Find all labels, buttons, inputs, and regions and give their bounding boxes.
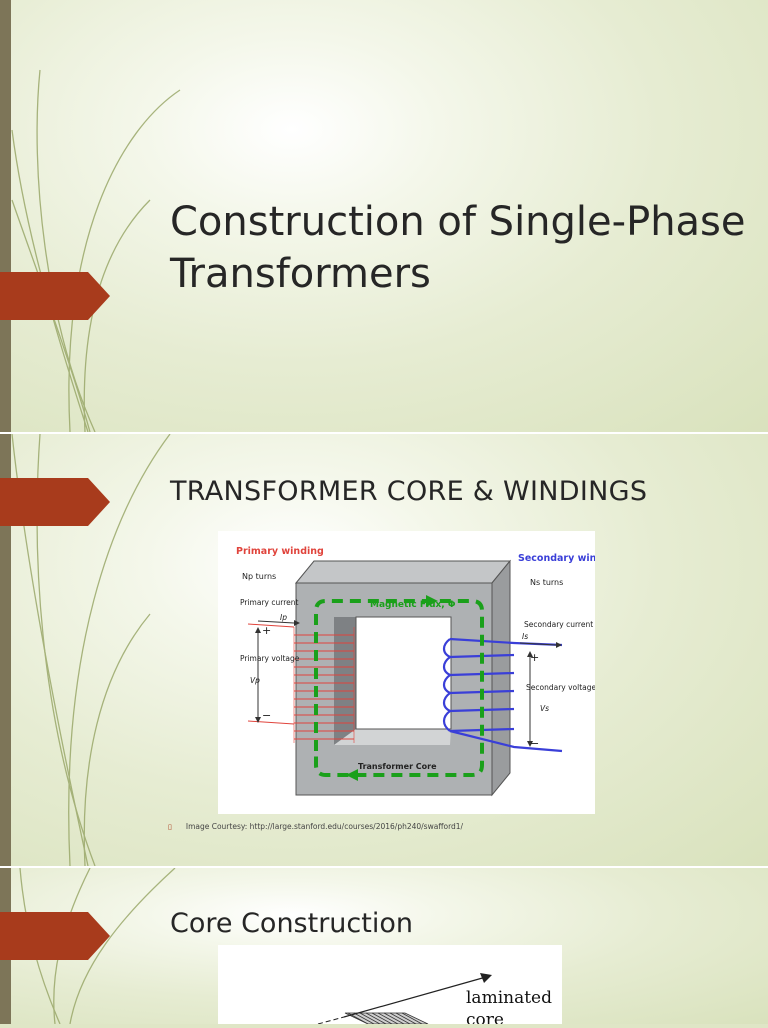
primary-voltage-label: Primary voltage [240,654,300,663]
sidebar-bar [0,0,11,432]
secondary-voltage-symbol: Vs [540,704,549,713]
slide-divider [0,866,768,868]
secondary-voltage-label: Secondary voltage [526,683,595,692]
accent-tab [0,478,110,526]
slide-title: Construction of Single-Phase Transformer… [170,199,746,297]
image-caption: ▯ Image Courtesy: http://large.stanford.e… [168,822,463,831]
core-label: Transformer Core [358,762,437,771]
slide-title: TRANSFORMER CORE & WINDINGS [170,476,648,507]
primary-plus: + [262,624,271,637]
title-slide: Construction of Single-Phase Transformer… [0,0,768,432]
primary-winding-label: Primary winding [236,546,324,557]
magnetic-flux-label: Magnetic Flux, Φ [370,600,456,610]
primary-voltage-symbol: Vp [250,676,260,685]
secondary-plus: + [530,651,539,664]
secondary-turns-label: Ns turns [530,578,563,587]
secondary-minus: − [530,737,539,750]
transformer-diagram: Primary winding Np turns Primary current… [218,531,620,814]
accent-tab [0,912,110,960]
slide-title: Core Construction [170,908,413,939]
laminated-label: laminated [466,988,552,1008]
laminated-core-diagram: laminated core [218,945,562,1028]
primary-current-label: Primary current [240,598,298,607]
slide-divider [0,432,768,434]
secondary-current-symbol: Is [522,632,528,641]
sidebar-bar [0,434,11,866]
primary-current-symbol: Ip [280,613,287,622]
primary-winding [247,623,355,743]
flux-path [314,599,484,777]
secondary-current-label: Secondary current [524,620,593,629]
caption-text: Image Courtesy: http://large.stanford.ed… [185,822,464,831]
caption-bullet: ▯ [168,823,172,831]
primary-turns-label: Np turns [242,572,276,581]
core-label: core [466,1010,504,1024]
primary-minus: − [262,709,271,722]
secondary-winding-label: Secondary winding [518,553,595,564]
core-windings-slide [0,434,768,866]
accent-tab [0,272,110,320]
